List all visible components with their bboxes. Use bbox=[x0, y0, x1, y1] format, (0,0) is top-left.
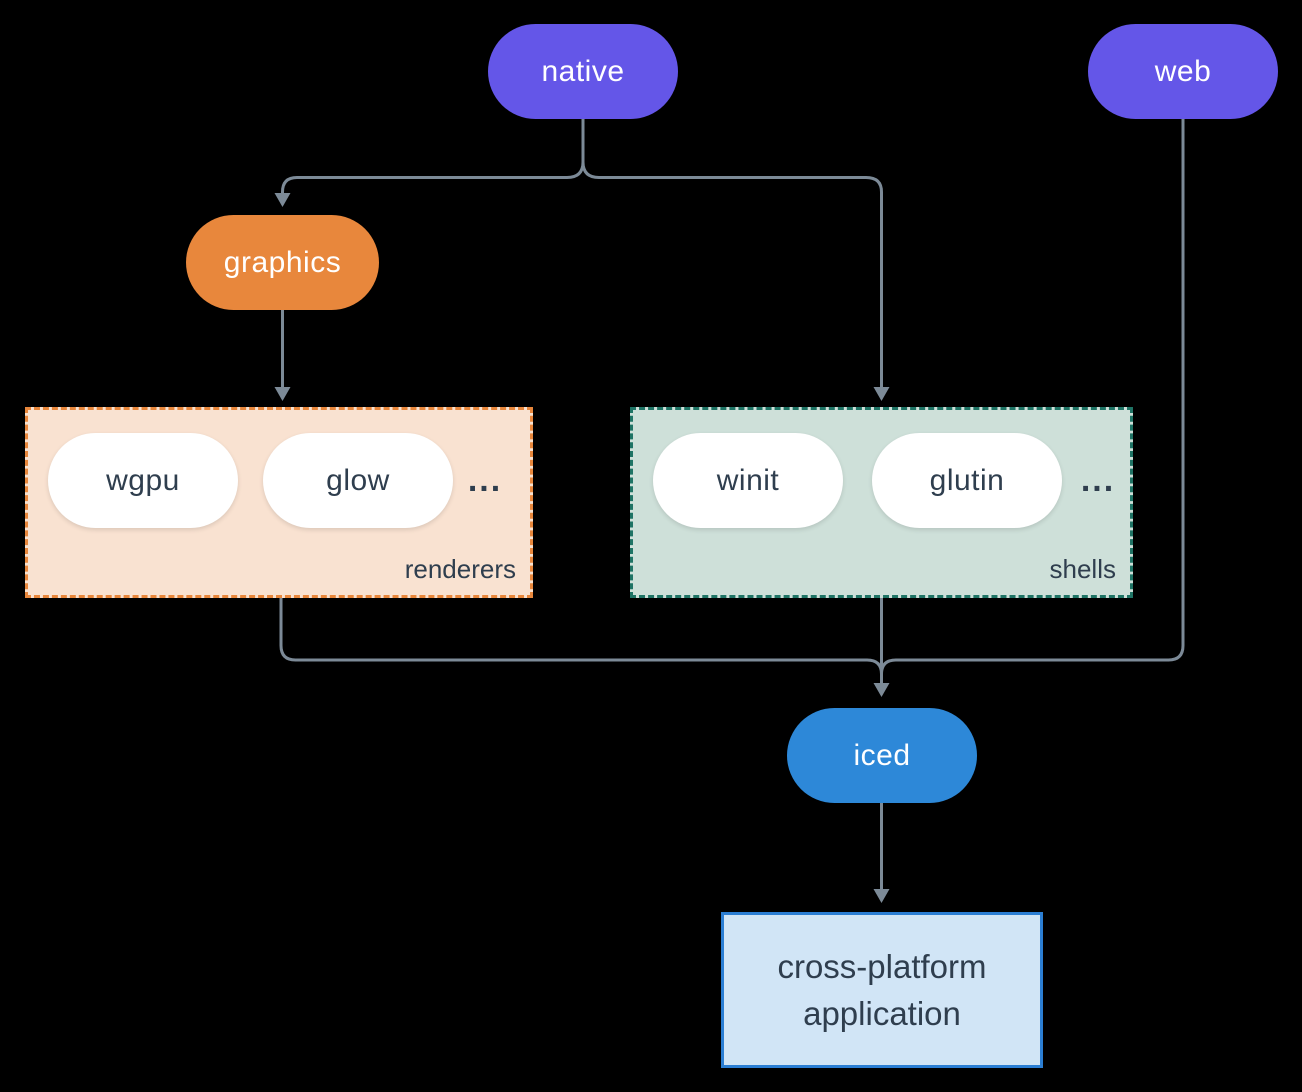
renderers-ellipsis: ... bbox=[467, 461, 503, 499]
node-winit: winit bbox=[653, 433, 843, 528]
node-glow-label: glow bbox=[326, 463, 390, 497]
arrowhead-into-renderers bbox=[274, 387, 291, 401]
node-winit-label: winit bbox=[716, 463, 780, 497]
node-wgpu: wgpu bbox=[48, 433, 238, 528]
node-iced: iced bbox=[787, 708, 977, 803]
edge-native-to-graphics bbox=[281, 119, 585, 193]
node-graphics: graphics bbox=[186, 215, 379, 310]
edge-native-to-shells bbox=[581, 119, 883, 387]
arrowhead-into-graphics bbox=[274, 193, 291, 207]
arrowhead-into-iced bbox=[873, 683, 890, 697]
group-renderers: wgpu glow ... renderers bbox=[25, 407, 533, 598]
node-iced-label: iced bbox=[853, 738, 911, 772]
arrowhead-into-application bbox=[873, 889, 890, 903]
node-application: cross-platform application bbox=[721, 912, 1043, 1068]
renderers-group-label: renderers bbox=[404, 554, 516, 584]
shells-ellipsis: ... bbox=[1080, 461, 1116, 499]
node-wgpu-label: wgpu bbox=[106, 463, 180, 497]
node-graphics-label: graphics bbox=[223, 245, 342, 279]
node-glow: glow bbox=[263, 433, 453, 528]
node-web-label: web bbox=[1154, 54, 1212, 88]
node-application-label: cross-platform application bbox=[777, 948, 987, 1032]
node-glutin: glutin bbox=[872, 433, 1062, 528]
shells-group-label: shells bbox=[1049, 554, 1116, 584]
edge-renderers-to-iced bbox=[279, 598, 883, 675]
group-shells: winit glutin ... shells bbox=[630, 407, 1133, 598]
edge-web-to-iced bbox=[880, 119, 1185, 675]
node-native: native bbox=[488, 24, 678, 119]
arrowhead-into-shells bbox=[873, 387, 890, 401]
node-glutin-label: glutin bbox=[929, 463, 1005, 497]
node-native-label: native bbox=[541, 54, 625, 88]
node-web: web bbox=[1088, 24, 1278, 119]
